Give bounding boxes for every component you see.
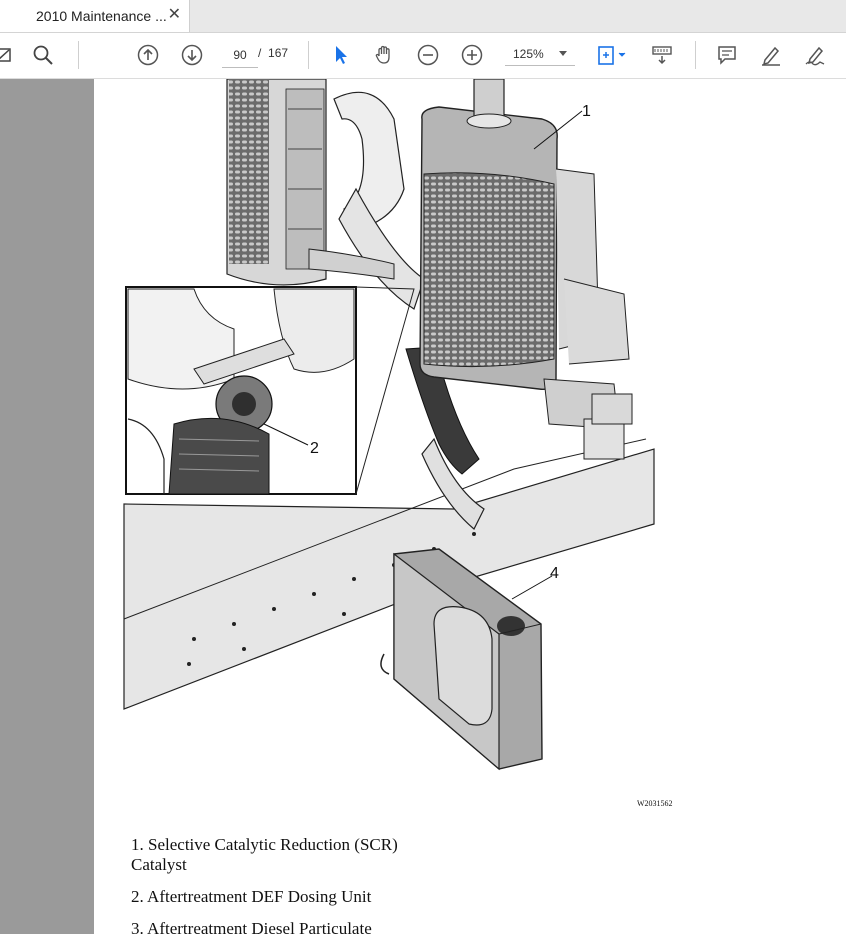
highlight-icon[interactable] [757,41,785,69]
close-icon[interactable]: ✕ [167,6,181,23]
legend-list: 1. Selective Catalytic Reduction (SCR) C… [131,835,431,934]
fit-page-icon[interactable] [594,41,630,69]
zoom-in-icon[interactable] [458,41,486,69]
page-total: / 167 [258,46,289,60]
figure-id: W2031562 [637,799,673,808]
toolbar-divider [308,41,309,69]
comment-icon[interactable] [713,41,741,69]
technical-illustration: 1 2 4 [123,79,655,771]
legend-item: 1. Selective Catalytic Reduction (SCR) C… [131,835,398,874]
hand-icon[interactable] [370,41,398,69]
zoom-value: 125% [513,47,544,61]
scroll-mode-icon[interactable] [648,41,676,69]
legend-item: 2. Aftertreatment DEF Dosing Unit [131,887,372,906]
page-down-icon[interactable] [178,41,206,69]
page-number-input[interactable] [222,43,258,68]
sign-icon[interactable] [801,41,829,69]
callout-4: 4 [550,565,559,582]
toolbar-divider [695,41,696,69]
left-gutter [0,79,94,934]
document-tab[interactable]: 2010 Maintenance ... ✕ [0,0,190,32]
toolbar: / 167 125% [0,33,846,79]
select-cursor-icon[interactable] [327,41,355,69]
legend-item: 3. Aftertreatment Diesel Particulate [131,919,372,934]
zoom-out-icon[interactable] [414,41,442,69]
export-icon[interactable] [0,41,18,69]
tab-title: 2010 Maintenance ... [36,8,166,24]
zoom-select[interactable]: 125% [505,43,575,66]
page-up-icon[interactable] [134,41,162,69]
chevron-down-icon [559,51,567,56]
search-icon[interactable] [29,41,57,69]
tab-bar: 2010 Maintenance ... ✕ [0,0,846,33]
callout-2: 2 [310,440,319,457]
callout-1: 1 [582,103,591,120]
document-page: 1 2 4 W2031562 1. Selective Catalytic Re… [94,79,846,934]
toolbar-divider [78,41,79,69]
